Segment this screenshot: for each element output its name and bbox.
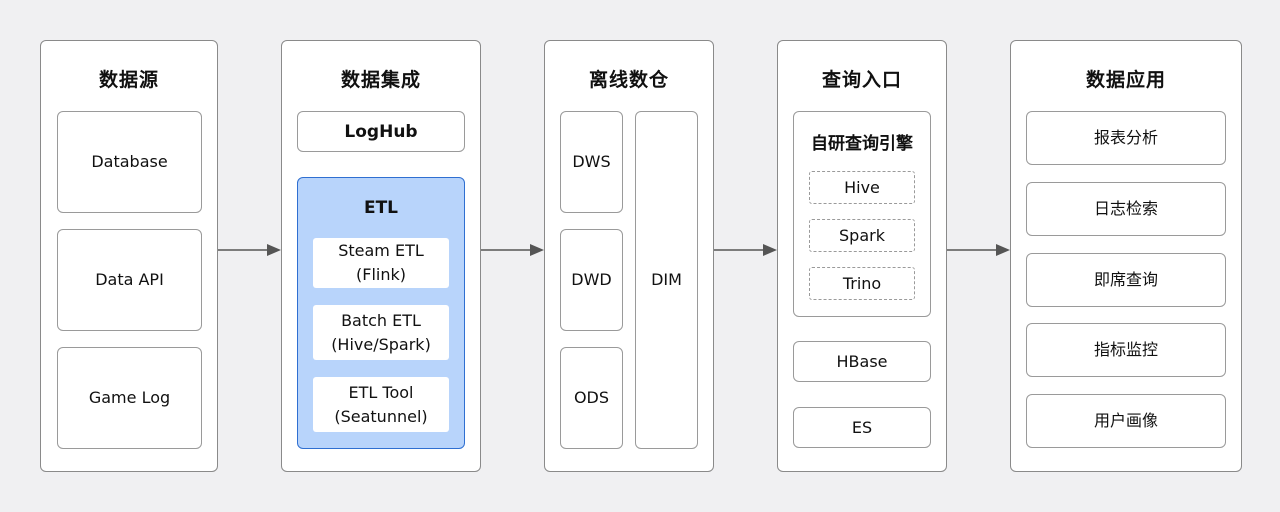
etl-item-stream: Steam ETL (Flink) xyxy=(313,238,449,288)
layer-ods: ODS xyxy=(560,347,623,449)
etl-item-engine: (Hive/Spark) xyxy=(331,334,431,354)
column-title: 数据集成 xyxy=(340,69,421,91)
arrowhead-icon xyxy=(530,244,544,256)
layer-dwd: DWD xyxy=(560,229,623,331)
column-title: 查询入口 xyxy=(821,69,902,91)
etl-group: ETL Steam ETL (Flink) Batch ETL (Hive/Sp… xyxy=(297,177,465,449)
etl-item-name: Batch ETL xyxy=(341,310,421,330)
etl-item-tool: ETL Tool (Seatunnel) xyxy=(313,377,449,432)
engine-spark: Spark xyxy=(809,219,915,252)
column-title: 离线数仓 xyxy=(588,69,669,91)
app-log-search: 日志检索 xyxy=(1026,182,1226,236)
query-engine-group: 自研查询引擎 Hive Spark Trino xyxy=(793,111,931,317)
app-metric-monitoring: 指标监控 xyxy=(1026,323,1226,377)
app-user-profile: 用户画像 xyxy=(1026,394,1226,448)
column-title: 数据应用 xyxy=(1085,69,1166,91)
query-hbase: HBase xyxy=(793,341,931,382)
etl-item-engine: (Flink) xyxy=(356,265,406,284)
column-offline-warehouse: 离线数仓 DWS DWD ODS DIM xyxy=(544,40,714,472)
etl-item-batch: Batch ETL (Hive/Spark) xyxy=(313,305,449,360)
source-database: Database xyxy=(57,111,202,213)
source-data-api: Data API xyxy=(57,229,202,331)
column-data-sources: 数据源 Database Data API Game Log xyxy=(40,40,218,472)
arrowhead-icon xyxy=(996,244,1010,256)
query-es: ES xyxy=(793,407,931,448)
etl-title: ETL xyxy=(363,198,399,218)
layer-dws: DWS xyxy=(560,111,623,213)
source-game-log: Game Log xyxy=(57,347,202,449)
engine-title: 自研查询引擎 xyxy=(811,134,913,154)
column-query-entry: 查询入口 自研查询引擎 Hive Spark Trino HBase ES xyxy=(777,40,947,472)
arrowhead-icon xyxy=(267,244,281,256)
column-data-applications: 数据应用 报表分析 日志检索 即席查询 指标监控 用户画像 xyxy=(1010,40,1242,472)
etl-item-engine: (Seatunnel) xyxy=(334,406,428,426)
etl-item-name: Steam ETL xyxy=(338,241,424,260)
column-data-integration: 数据集成 LogHub ETL Steam ETL (Flink) Batch … xyxy=(281,40,481,472)
etl-item-name: ETL Tool xyxy=(348,382,414,402)
app-adhoc-query: 即席查询 xyxy=(1026,253,1226,307)
app-report-analysis: 报表分析 xyxy=(1026,111,1226,165)
engine-hive: Hive xyxy=(809,171,915,204)
layer-dim: DIM xyxy=(635,111,698,449)
arrowhead-icon xyxy=(763,244,777,256)
loghub-box: LogHub xyxy=(297,111,465,152)
engine-trino: Trino xyxy=(809,267,915,300)
column-title: 数据源 xyxy=(98,69,159,91)
